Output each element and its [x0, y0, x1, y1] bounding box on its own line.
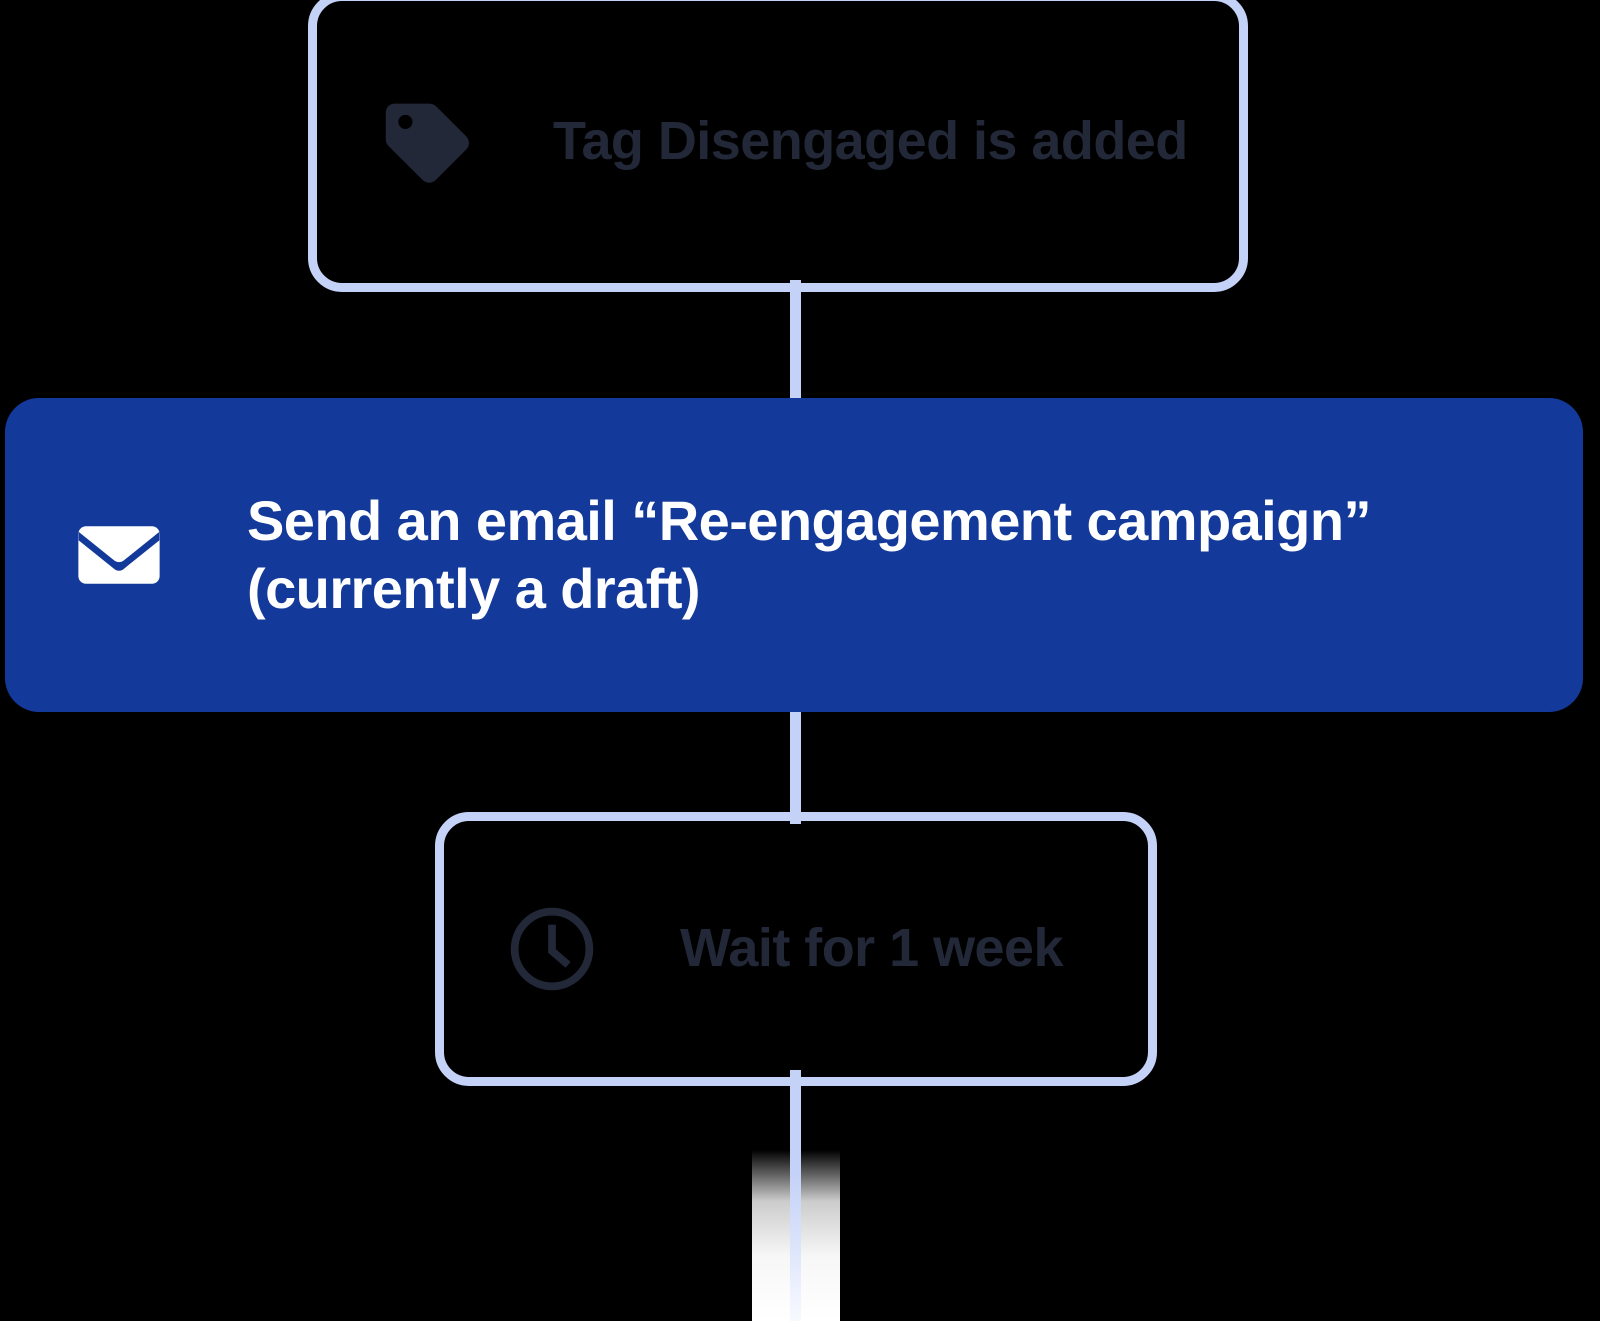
- workflow-node-trigger[interactable]: Tag Disengaged is added: [308, 0, 1248, 292]
- envelope-icon: [78, 526, 160, 584]
- tag-icon: [385, 103, 469, 183]
- connector-email-to-wait: [790, 700, 801, 824]
- workflow-node-label: Tag Disengaged is added: [553, 111, 1188, 172]
- connector-trigger-to-email: [790, 280, 801, 406]
- clock-icon: [510, 907, 594, 991]
- connector-wait-continues: [790, 1070, 801, 1321]
- workflow-node-email[interactable]: Send an email “Re-engagement campaign” (…: [5, 398, 1583, 712]
- workflow-node-wait[interactable]: Wait for 1 week: [435, 812, 1157, 1086]
- workflow-node-label: Wait for 1 week: [680, 918, 1064, 979]
- workflow-node-label: Send an email “Re-engagement campaign” (…: [247, 488, 1371, 620]
